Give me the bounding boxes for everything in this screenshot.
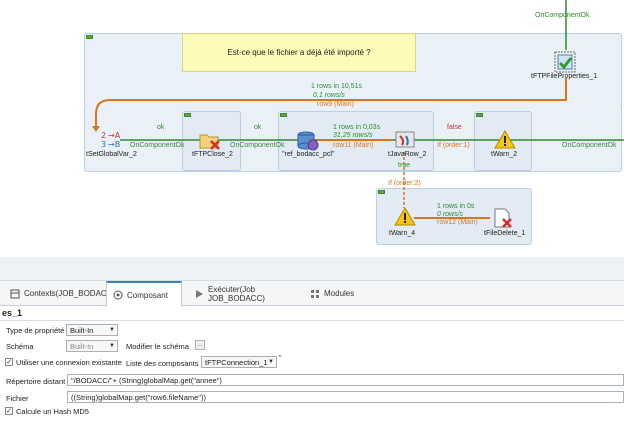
svg-text:→B: →B	[108, 140, 120, 149]
database-icon	[297, 131, 319, 151]
component-list-select[interactable]: tFTPConnection_1 ▼	[201, 356, 277, 368]
link-label-row9-stats-2: 0,1 rows/s	[313, 92, 345, 99]
file-delete-icon	[494, 208, 512, 228]
chevron-down-icon: ▼	[268, 359, 274, 365]
link-label-oncomponentok-2: OnComponentOk	[230, 142, 285, 149]
link-label-false: false	[447, 124, 462, 131]
link-label-oncomponentok-1: OnComponentOk	[130, 142, 185, 149]
link-label-row9: row9 (Main)	[317, 101, 354, 108]
tftp-file-properties-label: tFTPFileProperties_1	[531, 73, 598, 80]
link-label-row11-stats-1: 1 rows in 0,03s	[333, 124, 381, 131]
run-icon	[194, 289, 204, 299]
subjob-collapse-handle[interactable]	[476, 113, 483, 117]
component-list-value: tFTPConnection_1	[205, 357, 268, 367]
tab-contexts[interactable]: Contexts(JOB_BODACC)	[4, 281, 115, 306]
subjob-collapse-handle[interactable]	[86, 35, 93, 39]
twarn-4-label: tWarn_4	[389, 230, 416, 237]
twarn-2-label: tWarn_2	[491, 151, 518, 158]
remote-dir-label: Répertoire distant	[6, 377, 66, 386]
tab-composant[interactable]: Composant	[106, 281, 182, 307]
tab-executer[interactable]: Exécuter(Job JOB_BODACC)	[188, 281, 308, 306]
svg-text:3: 3	[101, 140, 106, 149]
tjava-row-label: tJavaRow_2	[388, 151, 427, 158]
file-input[interactable]: ((String)globalMap.get("row6.fileName"))	[67, 391, 624, 403]
warning-icon	[494, 130, 516, 149]
modules-icon	[310, 289, 320, 299]
component-icon	[113, 290, 123, 300]
tset-global-var-label: tSetGlobalVar_2	[86, 151, 137, 158]
job-design-canvas[interactable]: Est-ce que le fichier a déjà été importé…	[0, 0, 624, 257]
schema-select[interactable]: Built-In ▼	[66, 340, 118, 352]
panel-splitter[interactable]	[0, 257, 624, 281]
twarn-2-component[interactable]	[494, 130, 516, 150]
component-list-label: Liste des composants	[126, 359, 199, 368]
tab-executer-label: Exécuter(Job JOB_BODACC)	[208, 284, 265, 303]
tftp-file-properties-component[interactable]	[552, 49, 578, 75]
link-label-top-oncomponentok: OnComponentOk	[535, 12, 590, 19]
edit-schema-button[interactable]: ...	[195, 340, 205, 350]
property-type-value: Built-In	[70, 325, 94, 335]
use-existing-connection-checkbox[interactable]: ✓	[5, 358, 13, 366]
chevron-down-icon: ▼	[109, 343, 115, 349]
link-label-true: true	[398, 162, 411, 169]
use-existing-connection-label: Utiliser une connexion existante	[16, 358, 122, 367]
edit-schema-label: Modifier le schéma	[126, 342, 189, 351]
remote-dir-input[interactable]: "/BODACC/"+ (String)globalMap.get("annee…	[67, 374, 624, 386]
tset-global-var-component[interactable]: 2 →A 3 →B	[100, 129, 122, 149]
component-list-marker: "	[279, 355, 282, 362]
link-label-row12: row12 (Main)	[437, 219, 478, 226]
link-label-ok-1: ok	[157, 124, 165, 131]
svg-text:2: 2	[101, 131, 106, 140]
subjob-collapse-handle[interactable]	[280, 113, 287, 117]
set-global-var-icon: 2 →A 3 →B	[101, 131, 121, 149]
ref-bodacc-label: "ref_bodacc_pcl"	[282, 151, 335, 158]
twarn-4-component[interactable]	[394, 207, 416, 227]
link-label-if-order1: If (order:1)	[437, 142, 470, 149]
tfile-delete-component[interactable]	[492, 207, 514, 229]
link-label-row11-stats-2: 31,25 rows/s	[333, 132, 373, 139]
tab-modules-label: Modules	[324, 289, 355, 298]
tjava-row-component[interactable]	[394, 129, 416, 151]
hash-md5-checkbox[interactable]: ✓	[5, 407, 13, 415]
hash-md5-label: Calcule un Hash MD5	[16, 407, 89, 416]
note-text: Est-ce que le fichier a déjà été importé…	[227, 48, 371, 57]
schema-label: Schéma	[6, 342, 34, 351]
contexts-icon	[10, 289, 20, 299]
tab-modules[interactable]: Modules	[304, 281, 364, 306]
link-label-row9-stats-1: 1 rows in 10,51s	[311, 83, 362, 90]
component-properties-panel: es_1 Type de propriété Built-In ▼ Schéma…	[0, 306, 624, 422]
link-label-row11: row11 (Main)	[333, 142, 374, 149]
title-divider	[0, 320, 624, 321]
link-label-if-order2: If (order:2)	[388, 180, 421, 187]
link-label-row12-stats-1: 1 rows in 0s	[437, 203, 475, 210]
tfile-delete-label: tFileDelete_1	[484, 230, 526, 237]
ftp-close-icon	[199, 134, 220, 150]
link-label-oncomponentok-right: OnComponentOk	[562, 142, 617, 149]
svg-text:→A: →A	[108, 131, 121, 140]
ftp-file-properties-icon	[554, 51, 576, 73]
property-type-label: Type de propriété	[6, 326, 65, 335]
tab-contexts-label: Contexts(JOB_BODACC)	[24, 289, 116, 298]
bottom-tab-bar: Contexts(JOB_BODACC) Composant Exécuter(…	[0, 281, 624, 307]
subjob-collapse-handle[interactable]	[378, 190, 385, 194]
subjob-collapse-handle[interactable]	[184, 113, 191, 117]
tab-composant-label: Composant	[127, 290, 168, 300]
schema-value: Built-In	[70, 341, 94, 351]
property-type-select[interactable]: Built-In ▼	[66, 324, 118, 336]
ref-bodacc-component[interactable]	[296, 130, 320, 152]
warning-icon	[394, 207, 416, 226]
tftp-close-label: tFTPClose_2	[192, 151, 233, 158]
java-row-icon	[395, 131, 415, 148]
properties-title: es_1	[2, 308, 23, 318]
link-label-row12-stats-2: 0 rows/s	[437, 211, 464, 218]
link-label-ok-2: ok	[254, 124, 262, 131]
tftp-close-component[interactable]	[198, 130, 222, 152]
file-label: Fichier	[6, 394, 29, 403]
sticky-note[interactable]: Est-ce que le fichier a déjà été importé…	[182, 33, 416, 72]
chevron-down-icon: ▼	[109, 327, 115, 333]
